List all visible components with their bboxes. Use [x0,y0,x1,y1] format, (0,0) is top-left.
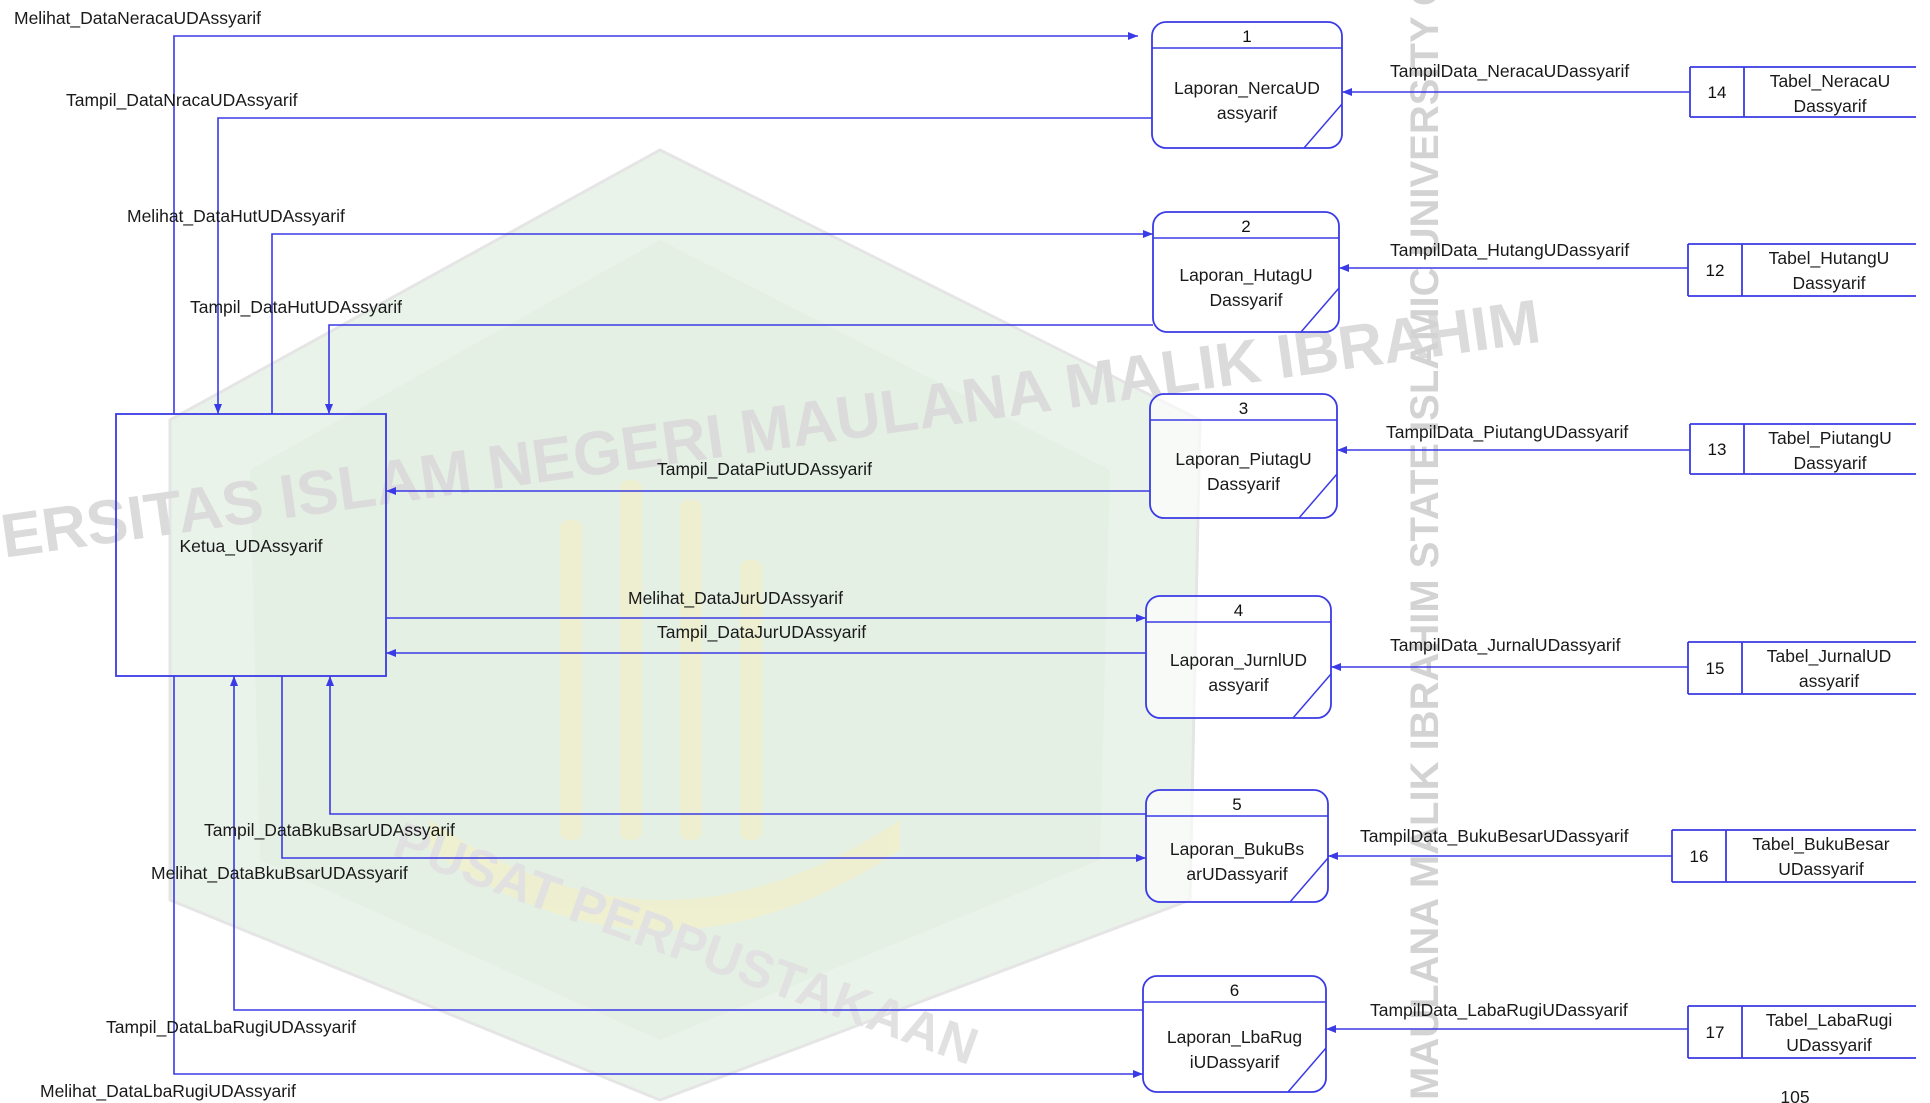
process-label-line: Laporan_BukuBs [1170,839,1305,860]
process-id: 3 [1239,399,1248,418]
flow-tampil-neraca[interactable] [214,117,1152,414]
label-store-labarugi: TampilData_LabaRugiUDassyarif [1370,1000,1628,1021]
store-label-line: UDassyarif [1786,1035,1872,1055]
process-corner-mark [1287,1047,1327,1093]
page-number: 105 [1780,1087,1809,1103]
store-id: 12 [1706,261,1725,280]
store-13[interactable]: 13 Tabel_PiutangU Dassyarif [1689,423,1916,475]
label-melihat-jurnal: Melihat_DataJurUDAssyarif [628,588,843,609]
label-store-piutang: TampilData_PiutangUDassyarif [1386,422,1628,443]
entity-ketua[interactable]: Ketua_UDAssyarif [115,413,387,677]
process-id: 5 [1232,795,1241,814]
flow-tampil-hutang[interactable] [325,324,1153,414]
label-store-jurnal: TampilData_JurnalUDassyarif [1390,635,1621,656]
process-label-line: assyarif [1217,103,1277,123]
process-corner-mark [1292,673,1332,719]
label-tampil-jurnal: Tampil_DataJurUDAssyarif [657,622,866,643]
store-id: 16 [1690,847,1709,866]
process-label-line: Laporan_NercaUD [1174,78,1320,99]
label-store-neraca: TampilData_NeracaUDassyarif [1390,61,1629,82]
store-label-line: Tabel_LabaRugi [1766,1010,1893,1031]
entity-box [115,413,387,677]
label-tampil-hutang: Tampil_DataHutUDAssyarif [190,297,402,318]
store-label-line: assyarif [1799,671,1859,691]
process-corner-mark [1300,287,1340,333]
process-corner-mark [1303,103,1343,149]
store-label-line: Dassyarif [1794,453,1867,473]
store-id: 13 [1708,440,1727,459]
flow-melihat-labarugi[interactable] [173,676,1143,1078]
watermark-calligraphy [430,480,900,930]
store-12[interactable]: 12 Tabel_HutangU Dassyarif [1687,243,1916,297]
process-id: 4 [1234,601,1243,620]
store-label-line: Tabel_JurnalUD [1767,646,1892,667]
store-id: 15 [1706,659,1725,678]
flow-labels: Melihat_DataNeracaUDAssyarif Tampil_Data… [14,8,1629,1102]
process-box [1145,789,1329,903]
process-label-line: Dassyarif [1210,290,1283,310]
watermark-shield-inner [250,240,1110,1040]
flow-melihat-neraca[interactable] [173,32,1138,414]
label-store-hutang: TampilData_HutangUDassyarif [1390,240,1629,261]
process-box [1152,211,1340,333]
process-corner-mark [1298,473,1338,519]
process-label-line: Laporan_LbaRug [1167,1027,1302,1048]
label-melihat-bukubesar: Melihat_DataBkuBsarUDAssyarif [151,863,408,884]
process-corner-mark [1289,857,1329,903]
store-label-line: Tabel_PiutangU [1768,428,1892,449]
store-label-line: Tabel_BukuBesar [1752,834,1889,855]
label-tampil-bukubesar: Tampil_DataBkuBsarUDAssyarif [204,820,455,841]
store-16[interactable]: 16 Tabel_BukuBesarUDassyarif [1671,829,1916,883]
process-label-line: Laporan_HutagU [1179,265,1312,286]
flow-tampil-labarugi[interactable] [230,676,1143,1011]
store-label-line: UDassyarif [1778,859,1864,879]
data-stores: 14 Tabel_NeracaU Dassyarif 12 Tabel_HutangU D… [1671,66,1916,1059]
process-box [1149,393,1338,519]
process-label-line: assyarif [1208,675,1268,695]
store-label-line: Dassyarif [1794,96,1867,116]
label-store-bukubesar: TampilData_BukuBesarUDassyarif [1360,826,1629,847]
label-melihat-hutang: Melihat_DataHutUDAssyarif [127,206,345,227]
label-melihat-labarugi: Melihat_DataLbaRugiUDAssyarif [40,1081,296,1102]
watermark: UNIVERSITAS ISLAM NEGERI MAULANA MALIK I… [0,0,1544,1102]
label-tampil-labarugi: Tampil_DataLbaRugiUDAssyarif [106,1017,356,1038]
store-id: 14 [1708,83,1727,102]
label-melihat-neraca: Melihat_DataNeracaUDAssyarif [14,8,261,29]
process-box [1145,595,1332,719]
process-box [1151,21,1343,149]
process-id: 6 [1230,981,1239,1000]
store-label-line: Tabel_HutangU [1769,248,1890,269]
store-14[interactable]: 14 Tabel_NeracaU Dassyarif [1689,66,1916,118]
store-label-line: Tabel_NeracaU [1770,71,1891,92]
store-label-line: Dassyarif [1793,273,1866,293]
label-tampil-piutang: Tampil_DataPiutUDAssyarif [657,459,872,480]
process-label-line: arUDassyarif [1186,864,1287,884]
process-label-line: Laporan_PiutagU [1175,449,1311,470]
flow-tampil-bukubesar[interactable] [326,676,1146,815]
label-tampil-neraca: Tampil_DataNracaUDAssyarif [66,90,298,111]
entity-label: Ketua_UDAssyarif [180,536,323,557]
process-label-line: Laporan_JurnlUD [1170,650,1307,671]
process-id: 2 [1241,217,1250,236]
process-label-line: iUDassyarif [1190,1052,1280,1072]
watermark-vertical-text: MAULANA MALIK IBRAHIM STATE ISLAMIC UNIV… [1403,0,1447,1100]
process-label-line: Dassyarif [1207,474,1280,494]
flow-lines [173,32,1690,1078]
store-id: 17 [1706,1023,1725,1042]
process-id: 1 [1242,27,1251,46]
store-15[interactable]: 15 Tabel_JurnalUD assyarif [1687,641,1916,695]
flow-melihat-hutang[interactable] [271,230,1153,414]
process-box [1142,975,1327,1093]
store-17[interactable]: 17 Tabel_LabaRugiUDassyarif [1687,1005,1916,1059]
flow-melihat-bukubesar[interactable] [281,676,1146,862]
